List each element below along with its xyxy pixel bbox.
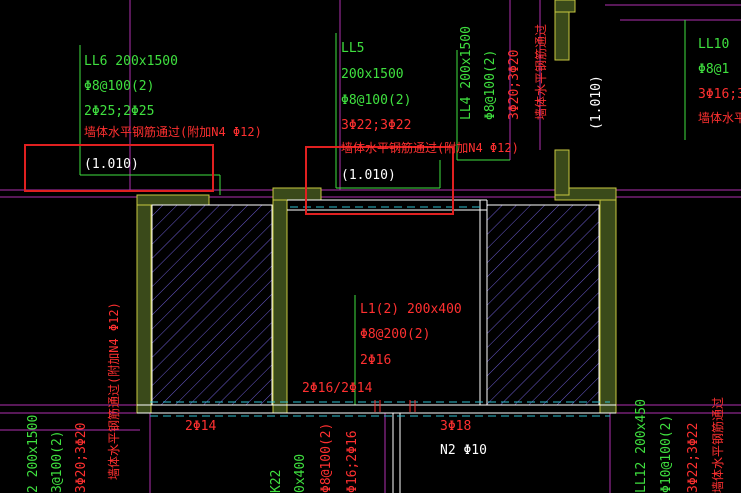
ll12-note: 墙体水平钢筋通过 [710, 397, 725, 493]
k22-line3: Φ8@100(2) [319, 423, 334, 493]
left-bottom-line2: 3@100(2) [50, 430, 65, 493]
bottom-3phi18: 3Φ18 [440, 419, 471, 434]
ll5-line3: Φ8@100(2) [341, 93, 411, 108]
ll6-line2: Φ8@100(2) [84, 79, 154, 94]
highlight-box-ll5 [305, 146, 454, 215]
top-right-elevation: (1.010) [589, 75, 604, 130]
bottom-2phi14: 2Φ14 [185, 419, 216, 434]
k22-annotation: K22 0x400 Φ8@100(2) Φ16;2Φ16 [269, 423, 360, 493]
rebar-lines [150, 206, 610, 417]
ll6-annotation: LL6 200x1500 Φ8@100(2) 2Φ25;2Φ25 墙体水平钢筋通… [84, 54, 262, 172]
ll5-annotation: LL5 200x1500 Φ8@100(2) 3Φ22;3Φ22 墙体水平钢筋通… [341, 41, 519, 183]
l1-bottom: 2Φ16/2Φ14 [302, 381, 373, 396]
ll10-line1: LL10 [698, 37, 729, 52]
ll4-note: 墙体水平钢筋通过 [533, 24, 548, 120]
hatched-panels [151, 204, 600, 406]
ll12-line1: LL12 200x450 [634, 399, 649, 493]
ll4-line2: Φ8@100(2) [483, 50, 498, 120]
left-vertical-note: 墙体水平钢筋通过(附加N4 Φ12) [106, 302, 121, 480]
ll6-line1: LL6 200x1500 [84, 54, 178, 69]
l1-line2: Φ8@200(2) [360, 327, 430, 342]
l1-line3: 2Φ16 [360, 353, 391, 368]
left-bottom-annotation: 2 200x1500 3@100(2) 3Φ20;3Φ20 [26, 415, 89, 493]
ll12-line2: Φ10@100(2) [659, 415, 674, 493]
ll5-elevation: (1.010) [341, 168, 396, 183]
ll6-note: 墙体水平钢筋通过(附加N4 Φ12) [84, 124, 262, 139]
ll10-line3: 3Φ16;3 [698, 87, 741, 102]
k22-line4: Φ16;2Φ16 [345, 430, 360, 493]
l1-annotation: L1(2) 200x400 Φ8@200(2) 2Φ16 2Φ16/2Φ14 [302, 302, 462, 396]
wall-sections [136, 0, 617, 414]
bottom-n2: N2 Φ10 [440, 443, 487, 458]
l1-line1: L1(2) 200x400 [360, 302, 462, 317]
rebar-marks [374, 400, 416, 412]
ll4-line3: 3Φ20;3Φ20 [507, 50, 522, 120]
ll6-elevation: (1.010) [84, 157, 139, 172]
ll4-line1: LL4 200x1500 [459, 26, 474, 120]
highlight-box-ll6 [24, 144, 214, 192]
left-bottom-line1: 2 200x1500 [26, 415, 41, 493]
ll10-line2: Φ8@1 [698, 62, 729, 77]
left-bottom-line3: 3Φ20;3Φ20 [74, 423, 89, 493]
ll12-annotation: LL12 200x450 Φ10@100(2) 3Φ22;3Φ22 墙体水平钢筋… [634, 397, 725, 493]
ll5-note: 墙体水平钢筋通过(附加N4 Φ12) [341, 140, 519, 155]
ll10-note: 墙体水平 [698, 111, 741, 125]
leader-lines [79, 20, 686, 405]
ll5-line2: 200x1500 [341, 67, 404, 82]
ll4-annotation: LL4 200x1500 Φ8@100(2) 3Φ20;3Φ20 墙体水平钢筋通… [459, 24, 548, 120]
ll10-annotation: LL10 Φ8@1 3Φ16;3 墙体水平 [698, 37, 741, 125]
k22-line1: K22 [269, 470, 284, 493]
ll5-line4: 3Φ22;3Φ22 [341, 118, 411, 133]
ll5-line1: LL5 [341, 41, 364, 56]
ll6-line3: 2Φ25;2Φ25 [84, 104, 154, 119]
ll12-line3: 3Φ22;3Φ22 [686, 423, 701, 493]
k22-line2: 0x400 [293, 454, 308, 493]
